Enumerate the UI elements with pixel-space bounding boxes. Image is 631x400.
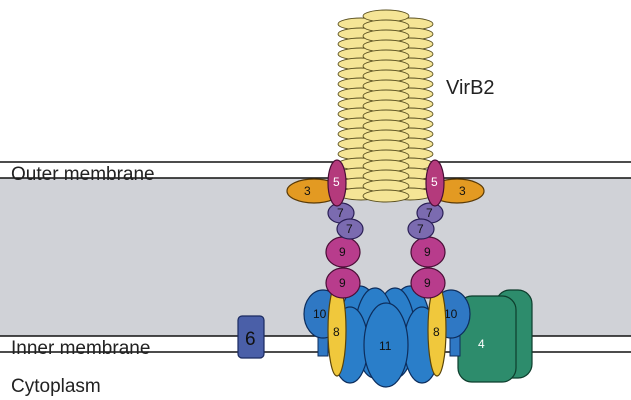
virb11-hexamer: 11 xyxy=(332,286,440,387)
virb9-left-number-lower: 9 xyxy=(339,276,346,290)
virb10-left-number: 10 xyxy=(313,307,327,321)
virb5-right: 5 xyxy=(426,160,444,206)
virb7-right-number-upper: 7 xyxy=(426,206,433,220)
virb7-right-number-lower: 7 xyxy=(417,222,424,236)
virb10-right-anchor xyxy=(450,336,460,356)
virb2-subunit xyxy=(363,190,409,202)
virb4-complex: 4 xyxy=(458,290,532,382)
virb3-right-number: 3 xyxy=(459,184,466,198)
virb6-number: 6 xyxy=(245,329,256,350)
virb5-left-number: 5 xyxy=(333,175,340,189)
virb4-number: 4 xyxy=(478,337,485,351)
virb9-right-number-upper: 9 xyxy=(424,245,431,259)
virb7-left-number-upper: 7 xyxy=(337,206,344,220)
virb5-right-number: 5 xyxy=(431,175,438,189)
virb8-right-number: 8 xyxy=(433,325,440,339)
virb7-left-number-lower: 7 xyxy=(346,222,353,236)
outer-membrane-label: Outer membrane xyxy=(11,164,155,185)
virb9-left-number-upper: 9 xyxy=(339,245,346,259)
virb11-number: 11 xyxy=(379,339,392,353)
virb2-pilus xyxy=(338,10,433,202)
virb2-label: VirB2 xyxy=(446,77,495,99)
inner-membrane-label: Inner membrane xyxy=(11,338,150,359)
virb6-protein: 6 xyxy=(238,316,264,358)
virb9-right-number-lower: 9 xyxy=(424,276,431,290)
virb10-left-anchor xyxy=(318,336,328,356)
virb3-left-number: 3 xyxy=(304,184,311,198)
cytoplasm-label: Cytoplasm xyxy=(11,376,101,397)
virb5-left: 5 xyxy=(328,160,346,206)
virb8-left-number: 8 xyxy=(333,325,340,339)
